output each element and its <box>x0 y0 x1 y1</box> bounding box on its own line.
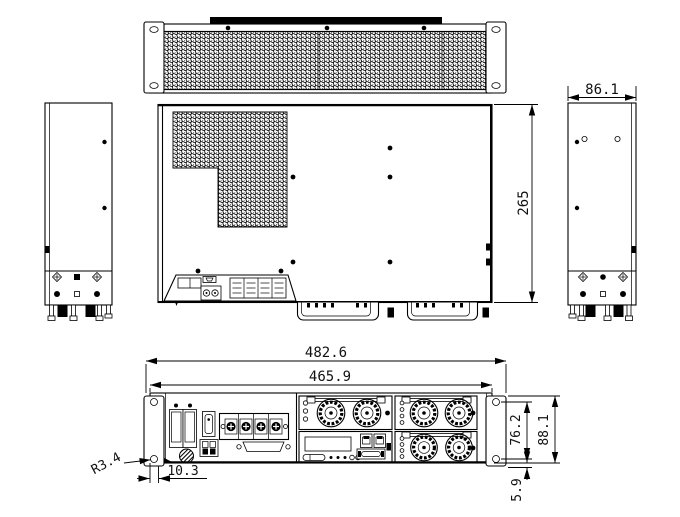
status-leds <box>399 436 405 459</box>
dim-bottom-offset: 5.9 <box>508 451 532 502</box>
ear-slot-hole <box>491 26 501 33</box>
ear-slot-hole <box>149 26 159 33</box>
rear-panel-view <box>143 392 507 467</box>
dsub-connector <box>236 441 291 452</box>
latch-block <box>387 307 394 318</box>
dim-hole-radius: R3.4 <box>89 450 151 478</box>
handle-right <box>406 302 479 321</box>
terminal-strip <box>229 277 287 299</box>
control-module <box>298 430 393 464</box>
dim-label-total-width: 482.6 <box>305 345 347 361</box>
rear-left-section <box>151 403 291 464</box>
power-switch <box>202 411 216 437</box>
top-lip-bar <box>210 17 442 25</box>
dim-label-bottom-offset: 5.9 <box>510 478 525 501</box>
dim-chassis-depth: 265 <box>494 104 538 303</box>
dim-hole-spacing: 76.2 <box>501 401 532 460</box>
cable-gland <box>179 448 194 464</box>
side-screws <box>51 271 103 297</box>
dim-side-depth: 86.1 <box>567 82 637 101</box>
side-screws <box>577 271 629 297</box>
rear-mounting-ear-left <box>143 395 165 467</box>
dim-label-side-depth: 86.1 <box>585 82 619 98</box>
status-leds <box>399 400 405 425</box>
screw-terminal-box <box>200 285 222 301</box>
lcd-display <box>304 436 352 452</box>
fuse-holder-block <box>199 439 219 457</box>
front-vent-mesh <box>155 30 487 91</box>
dim-label-hole-spacing: 76.2 <box>509 414 524 445</box>
edge-tab <box>486 258 492 266</box>
fan-module-top-left <box>298 395 393 431</box>
cap-trapezoid <box>205 277 214 282</box>
left-side-view <box>44 102 113 321</box>
dim-inner-width: 465.9 <box>149 369 493 392</box>
dim-label-chassis-depth: 265 <box>516 190 532 215</box>
rj45-ports <box>360 433 386 448</box>
fan <box>410 433 438 462</box>
fan <box>316 398 346 428</box>
front-panel-view <box>143 17 507 94</box>
ear-hole <box>150 455 158 463</box>
dim-label-inner-width: 465.9 <box>309 369 351 385</box>
ear-slot-hole <box>491 82 501 89</box>
edge-tab <box>631 246 636 253</box>
small-connector <box>177 277 202 289</box>
fan <box>409 398 439 428</box>
front-top-screws <box>225 25 427 31</box>
latch-block <box>482 307 489 318</box>
dim-total-width: 482.6 <box>145 345 507 393</box>
ear-hole <box>150 398 158 406</box>
bottom-connectors <box>47 304 113 321</box>
top-screw-dots <box>195 145 393 274</box>
button-strip <box>302 454 361 461</box>
fan <box>445 433 473 462</box>
edge-tab <box>486 243 492 251</box>
rear-mounting-ear-right <box>485 395 507 467</box>
handle-left <box>296 302 380 321</box>
top-vent-mesh <box>172 111 288 228</box>
aux-connector <box>356 448 386 460</box>
rear-connector-recess <box>163 274 297 302</box>
front-mounting-ear-left <box>143 21 165 94</box>
status-leds <box>302 400 309 422</box>
small-cap <box>202 276 217 283</box>
bottom-connectors <box>568 304 633 321</box>
top-plan-view <box>157 103 493 321</box>
front-mounting-ear-right <box>485 21 507 94</box>
right-side-view <box>567 102 637 321</box>
fan-module-bottom-right <box>394 430 478 464</box>
fan-module-top-right <box>394 395 478 431</box>
dim-label-hole-offset: 10.3 <box>167 464 198 479</box>
ear-slot-hole <box>149 82 159 89</box>
ear-hole <box>492 398 500 406</box>
fan <box>352 398 382 428</box>
ear-hole <box>492 455 500 463</box>
breaker-right <box>182 409 197 448</box>
edge-tab <box>45 246 50 253</box>
dim-label-panel-height: 88.1 <box>537 414 552 445</box>
input-terminal-block <box>218 412 290 441</box>
dim-label-hole-radius: R3.4 <box>89 450 124 478</box>
dimensions: 482.6 465.9 86.1 265 76.2 88.1 <box>89 82 637 502</box>
dim-hole-offset: 10.3 <box>137 463 207 483</box>
dim-panel-height: 88.1 <box>494 395 560 464</box>
fan <box>444 398 474 428</box>
